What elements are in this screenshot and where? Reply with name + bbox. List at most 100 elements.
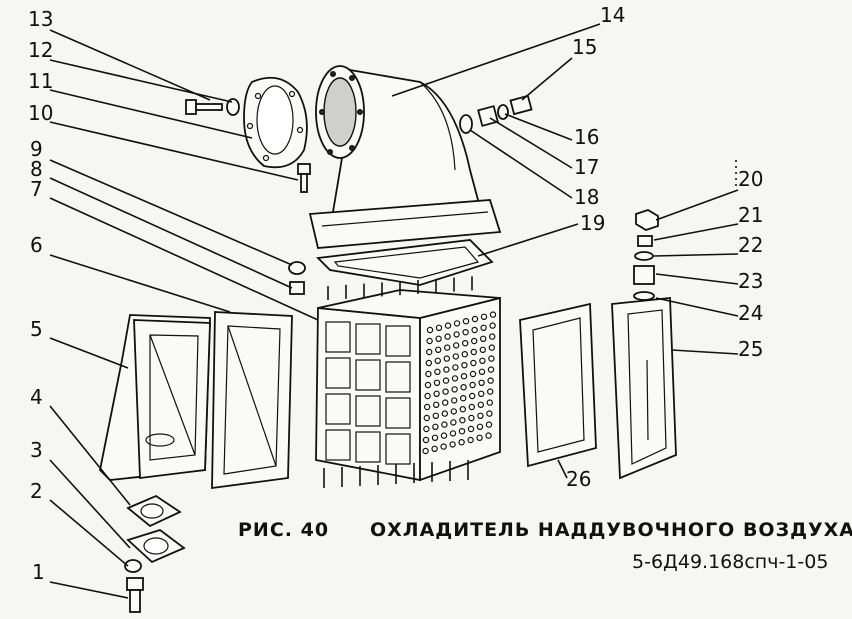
tube-hole [443, 366, 450, 373]
tube-hole [433, 401, 440, 408]
tube-hole [469, 370, 477, 378]
tube-hole [488, 344, 495, 351]
tube-hole [434, 357, 441, 364]
tube-hole [423, 414, 430, 422]
tube-hole [440, 432, 448, 439]
part-8-nut [289, 281, 305, 295]
tube-hole [432, 423, 439, 430]
tube-hole [442, 388, 449, 395]
tube-hole [462, 318, 470, 325]
tube-hole [431, 434, 439, 441]
tube-hole [459, 417, 466, 424]
tube-hole [471, 315, 479, 323]
tube-hole [467, 436, 474, 444]
core-cell [385, 325, 411, 357]
part-17-nut [477, 105, 499, 127]
tube-hole [470, 359, 477, 367]
part-16-seal-ring [497, 104, 509, 120]
tube-hole [489, 311, 497, 318]
core-cell [355, 323, 381, 355]
tube-hole [489, 333, 496, 340]
callout-7: 7 [30, 177, 43, 201]
tube-hole [451, 397, 458, 404]
tube-hole [449, 441, 456, 448]
tube-hole [451, 375, 459, 382]
tube-hole [469, 392, 476, 400]
callout-9: 9 [30, 137, 43, 161]
tube-hole [443, 355, 450, 362]
tube-hole [434, 368, 441, 375]
tube-hole [422, 447, 429, 455]
tube-hole [467, 425, 475, 433]
tube-hole [477, 401, 484, 408]
callout-1: 1 [32, 560, 45, 584]
core-cell [355, 359, 381, 391]
tube-hole [424, 381, 432, 389]
tube-hole [458, 428, 466, 435]
callout-17: 17 [574, 155, 599, 179]
tube-hole [469, 381, 476, 389]
callout-labels: 13 12 11 10 9 8 7 6 5 4 3 2 1 14 15 16 1… [28, 3, 763, 584]
tube-hole [460, 395, 467, 402]
tube-hole [433, 390, 440, 397]
core-cell [325, 393, 351, 425]
callout-8: 8 [30, 157, 43, 181]
tube-hole [426, 326, 434, 334]
tube-hole [444, 344, 451, 351]
tube-hole [452, 353, 459, 360]
tube-hole [476, 434, 483, 441]
part-24-washer [633, 291, 655, 301]
tube-hole [435, 346, 442, 353]
tube-hole [477, 412, 484, 419]
tube-hole [442, 377, 450, 384]
part-22-ring [634, 251, 654, 261]
callout-16: 16 [574, 125, 599, 149]
tube-hole [478, 390, 485, 397]
tube-hole [468, 403, 475, 411]
callout-21: 21 [738, 203, 763, 227]
tube-hole [462, 340, 469, 347]
part-26-gasket [519, 302, 597, 468]
tube-hole [431, 445, 438, 452]
callout-24: 24 [738, 301, 763, 325]
tube-hole [487, 366, 495, 373]
tube-hole [487, 388, 494, 395]
tube-hole [460, 373, 468, 380]
callout-18: 18 [574, 185, 599, 209]
tube-hole [478, 368, 486, 375]
tube-hole [476, 423, 484, 430]
core-cell [355, 395, 381, 427]
part-15-fitting [509, 94, 533, 116]
tube-hole [461, 351, 468, 358]
tube-hole [458, 439, 465, 446]
tube-hole [471, 337, 478, 345]
callout-22: 22 [738, 233, 763, 257]
tube-hole [486, 410, 493, 417]
core-cell [325, 429, 351, 461]
part-6-gasket [211, 311, 293, 490]
tube-hole [424, 392, 431, 400]
tube-hole [440, 443, 447, 450]
core-cell [385, 361, 411, 393]
part-13-washer [226, 98, 240, 116]
part-14-inlet-elbow [308, 65, 502, 249]
callout-19: 19 [580, 211, 605, 235]
callout-15: 15 [572, 35, 597, 59]
callout-13: 13 [28, 7, 53, 31]
tube-hole [487, 377, 494, 384]
tube-hole [478, 379, 485, 386]
tube-hole [480, 335, 487, 342]
core-cell [355, 431, 381, 463]
tube-hole [450, 408, 457, 415]
tube-hole [479, 357, 486, 364]
part-12-bolt [185, 99, 223, 115]
tube-hole [426, 348, 433, 356]
callout-11: 11 [28, 69, 53, 93]
callout-12: 12 [28, 38, 53, 62]
tube-hole [485, 432, 492, 439]
tube-hole [461, 362, 468, 369]
part-19-gasket [316, 239, 494, 286]
tube-hole [488, 355, 495, 362]
part-21-plug [637, 235, 653, 247]
